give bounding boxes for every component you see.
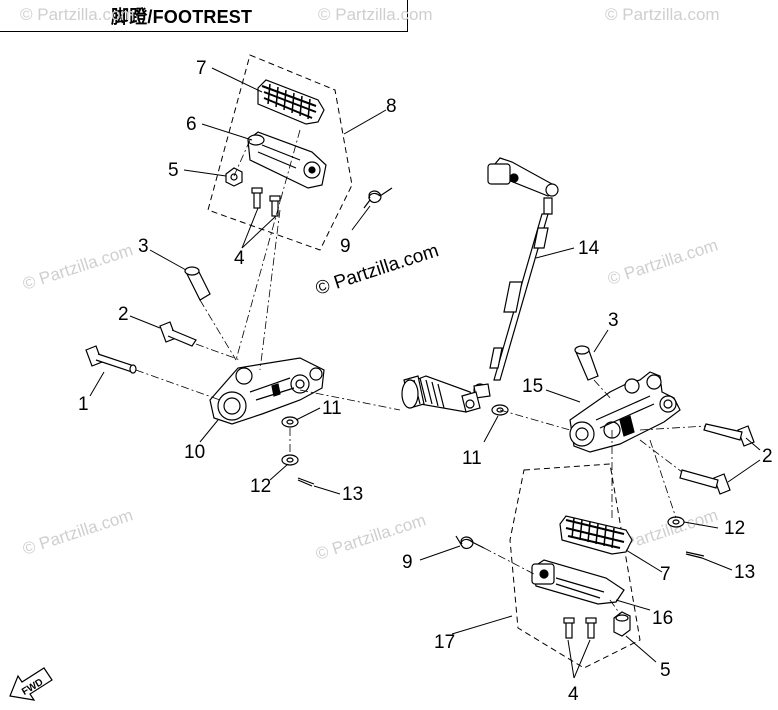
callout-14: 14: [578, 238, 600, 259]
callout-13: 13: [342, 484, 363, 505]
cotter-pin-right: [685, 551, 705, 557]
callout-9b: 9: [402, 552, 413, 573]
bolt-right-lower: [713, 473, 731, 495]
fwd-label: FWD: [20, 677, 45, 698]
callout-5b: 5: [660, 660, 671, 681]
callout-12: 12: [250, 476, 271, 497]
callouts: 7 6 5 8 9 4 3 2 1 10 11 12 13 14 3 15 11…: [78, 58, 773, 705]
title-box: 脚蹬/FOOTREST: [0, 0, 408, 32]
callout-13b: 13: [734, 562, 755, 583]
callout-2: 2: [118, 304, 129, 325]
spring-left: [363, 187, 393, 209]
callout-16: 16: [652, 608, 673, 629]
callout-4: 4: [234, 248, 245, 269]
watermark-layer: © Partzilla.com © Partzilla.com © Partzi…: [20, 5, 720, 564]
bolts-right: [563, 617, 597, 639]
partzilla-watermark: © Partzilla.com: [313, 240, 441, 300]
right-peg-group-outline: [509, 463, 641, 669]
callout-11: 11: [322, 398, 342, 419]
assembly-lines-right: [483, 379, 707, 615]
watermark: © Partzilla.com: [318, 5, 433, 24]
callout-3: 3: [138, 236, 149, 257]
callout-6: 6: [186, 114, 197, 135]
footpeg-rubber-left: [257, 79, 325, 125]
footpeg-bracket-left: [247, 131, 327, 189]
nut-left: [225, 167, 243, 187]
callout-7: 7: [196, 58, 207, 79]
callout-4b: 4: [568, 684, 579, 705]
assembly-lines-left: [135, 129, 401, 455]
callout-10: 10: [184, 442, 205, 463]
diagram-title: 脚蹬/FOOTREST: [111, 7, 253, 27]
left-peg-group-outline: [207, 54, 353, 251]
callout-9: 9: [340, 236, 351, 257]
callout-17: 17: [434, 632, 455, 653]
watermark: © Partzilla.com: [605, 235, 720, 288]
callout-3b: 3: [608, 310, 619, 331]
left-footrest-assembly: [85, 54, 401, 487]
washer-left-hole: [286, 419, 294, 425]
washer-12-left-hole: [286, 457, 294, 463]
watermark: © Partzilla.com: [20, 240, 135, 293]
shift-linkage: [401, 157, 559, 416]
footpeg-rubber-right: [559, 515, 633, 555]
callout-5: 5: [168, 160, 179, 181]
spring-right: [455, 535, 485, 550]
callout-2b: 2: [762, 446, 773, 467]
footrest-bracket-left: [209, 357, 325, 425]
leader-lines: [89, 67, 761, 679]
callout-11b: 11: [462, 448, 482, 469]
watermark: © Partzilla.com: [20, 505, 135, 558]
bolt-2-left: [159, 321, 197, 347]
callout-1: 1: [78, 394, 89, 415]
callout-7b: 7: [660, 564, 671, 585]
bolt-1-left: [85, 345, 137, 374]
callout-12b: 12: [724, 518, 745, 539]
right-footrest-assembly: [455, 345, 755, 669]
callout-15: 15: [522, 376, 543, 397]
cotter-pin-left: [297, 477, 315, 485]
footrest-bracket-right: [569, 371, 681, 453]
fwd-arrow: FWD: [9, 667, 53, 701]
footpeg-bracket-right: [531, 559, 625, 605]
watermark: © Partzilla.com: [605, 5, 720, 24]
watermark: © Partzilla.com: [20, 5, 135, 24]
cotter-pin-left-leg: [297, 479, 313, 487]
callout-8: 8: [386, 96, 397, 117]
pin-left: [184, 266, 211, 301]
